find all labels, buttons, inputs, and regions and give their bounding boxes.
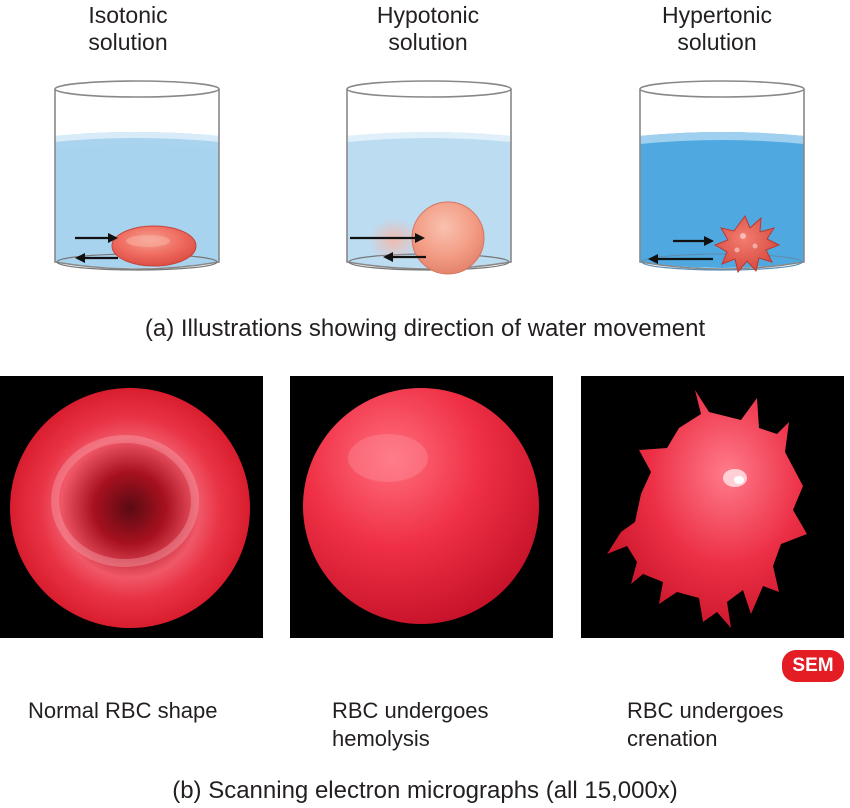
illustrations-caption: (a) Illustrations showing direction of w…	[144, 315, 706, 342]
hypertonic-beaker	[639, 80, 805, 274]
isotonic-beaker-rim	[54, 80, 220, 98]
crenated-rbc	[607, 390, 807, 628]
hemolysis-micrograph	[290, 376, 553, 638]
isotonic-label: Isotonic solution	[58, 2, 198, 56]
crenation-label-line-1: RBC undergoes	[627, 698, 784, 723]
crenation-label: RBC undergoes crenation	[627, 697, 784, 753]
crenation-micrograph	[581, 376, 844, 638]
normal-rbc-micrograph	[0, 376, 263, 638]
hypotonic-beaker	[346, 80, 512, 275]
hypertonic-label: Hypertonic solution	[647, 2, 787, 56]
hypotonic-label-line-1: Hypotonic	[376, 2, 480, 28]
isotonic-label-line-1: Isotonic	[88, 2, 168, 28]
hypotonic-label: Hypotonic solution	[358, 2, 498, 56]
sem-badge: SEM	[782, 650, 844, 682]
hypotonic-label-line-2: solution	[388, 29, 468, 55]
hypertonic-rbc	[713, 214, 781, 274]
hypotonic-beaker-rim	[346, 80, 512, 98]
normal-rbc-label-line-1: Normal RBC shape	[28, 698, 218, 723]
isotonic-label-line-2: solution	[88, 29, 168, 55]
hemolysis-label: RBC undergoes hemolysis	[332, 697, 489, 753]
swollen-rbc	[303, 388, 539, 624]
normal-rbc	[10, 388, 250, 628]
micrographs-caption: (b) Scanning electron micrographs (all 1…	[172, 777, 678, 804]
hemolysis-label-line-2: hemolysis	[332, 726, 430, 751]
hypertonic-label-line-2: solution	[677, 29, 757, 55]
isotonic-beaker-wall	[54, 89, 220, 270]
hypertonic-beaker-wall	[639, 89, 805, 270]
hypertonic-beaker-rim	[639, 80, 805, 98]
hemolysis-label-line-1: RBC undergoes	[332, 698, 489, 723]
normal-rbc-label: Normal RBC shape	[28, 697, 218, 725]
isotonic-beaker	[54, 80, 220, 271]
hypertonic-label-line-1: Hypertonic	[662, 2, 772, 28]
crenation-label-line-2: crenation	[627, 726, 718, 751]
